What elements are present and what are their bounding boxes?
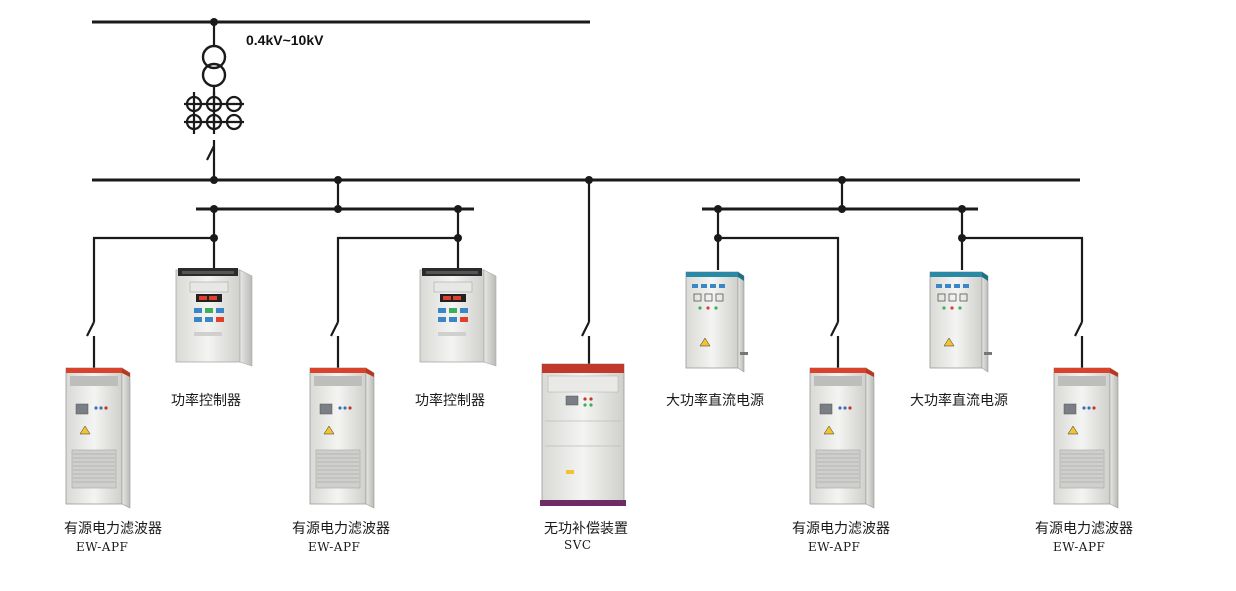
apf4-cabinet — [1053, 367, 1119, 509]
dc2-name-label: 大功率直流电源 — [910, 393, 1008, 409]
svc-code-label: SVC — [564, 538, 592, 552]
apf3-name-label: 有源电力滤波器 — [792, 521, 890, 537]
transformer-symbol — [201, 44, 227, 88]
apf1-code-label: EW-APF — [76, 540, 129, 554]
junction-dots — [210, 18, 966, 242]
current-transformer-symbols — [184, 92, 244, 134]
voltage-label: 0.4kV~10kV — [246, 32, 324, 48]
svc-name-label: 无功补偿装置 — [544, 521, 628, 537]
apf3-code-label: EW-APF — [808, 540, 861, 554]
pc2-name-label: 功率控制器 — [415, 393, 485, 409]
svc-switch-symbol — [580, 314, 591, 338]
apf2-switch-symbol — [329, 314, 340, 338]
apf1-name-label: 有源电力滤波器 — [64, 521, 162, 537]
apf1-cabinet — [65, 367, 131, 509]
apf2-cabinet — [309, 367, 375, 509]
dc2-cabinet — [929, 271, 993, 373]
dc1-name-label: 大功率直流电源 — [666, 393, 764, 409]
apf4-name-label: 有源电力滤波器 — [1035, 521, 1133, 537]
dc1-cabinet — [685, 271, 749, 373]
apf1-switch-symbol — [85, 314, 96, 338]
apf3-cabinet — [809, 367, 875, 509]
pc2-unit — [419, 267, 497, 367]
apf3-switch-symbol — [829, 314, 840, 338]
svc-cabinet — [540, 363, 626, 506]
apf2-name-label: 有源电力滤波器 — [292, 521, 390, 537]
pc1-name-label: 功率控制器 — [171, 393, 241, 409]
apf2-code-label: EW-APF — [308, 540, 361, 554]
apf4-code-label: EW-APF — [1053, 540, 1106, 554]
pc1-unit — [175, 267, 253, 367]
apf4-switch-symbol — [1073, 314, 1084, 338]
